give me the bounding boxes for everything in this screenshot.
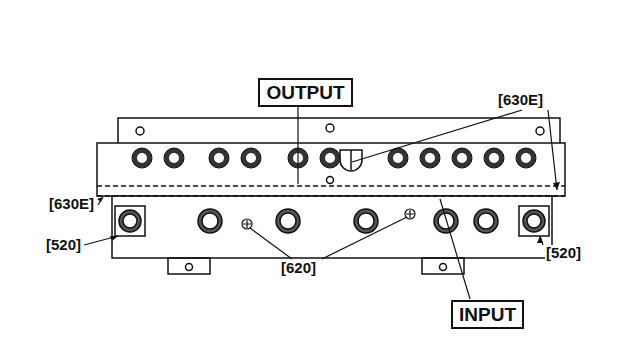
mounting-hole	[326, 124, 334, 132]
leader-arrowheads	[97, 182, 560, 243]
section-name: INPUT	[459, 305, 516, 324]
mounting-hole	[536, 127, 544, 135]
mounting-hole	[136, 127, 144, 135]
callout-number: [620]	[280, 260, 317, 277]
input-terminal-body	[112, 196, 552, 258]
earth-tab-line	[350, 150, 352, 170]
boxed-section-label: INPUT	[451, 300, 524, 329]
input-terminals	[115, 206, 549, 236]
callout-number: [630E]	[48, 196, 95, 213]
callout-number: [520]	[45, 237, 82, 254]
boxed-section-label: OUTPUT	[258, 78, 353, 107]
leader-lines	[84, 106, 557, 299]
output-terminal-body	[97, 143, 565, 196]
cover-edge	[97, 195, 565, 197]
mounting-flange	[118, 118, 560, 144]
mounting-hole	[186, 264, 193, 271]
output-terminals	[132, 148, 536, 168]
callout-number: [520]	[545, 245, 582, 262]
section-name: OUTPUT	[266, 83, 344, 102]
callout-number: [630E]	[497, 92, 544, 109]
mounting-tab	[168, 258, 210, 274]
mounting-hole	[440, 264, 447, 271]
cover-edge	[97, 185, 565, 187]
mounting-hole	[327, 177, 334, 184]
mounting-tab	[422, 258, 464, 274]
